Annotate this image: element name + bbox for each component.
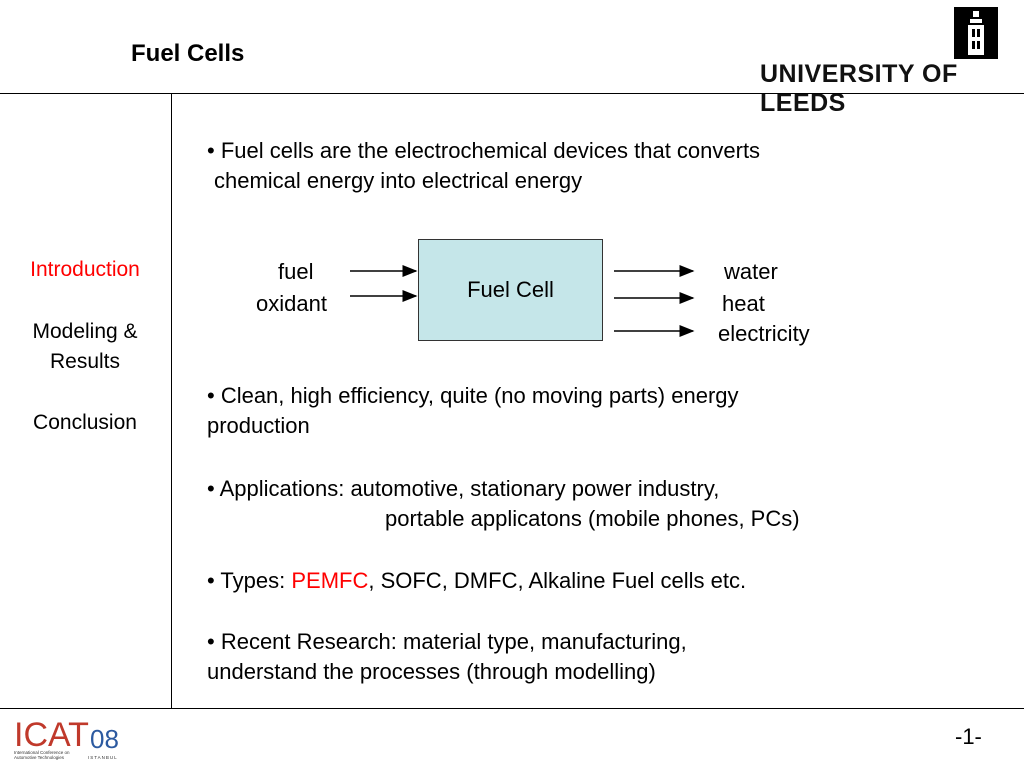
bullet-benefits-line1: • Clean, high efficiency, quite (no movi…: [207, 383, 739, 408]
university-tower-icon: [954, 7, 998, 59]
bullet-applications-line2: portable applicatons (mobile phones, PCs…: [385, 506, 800, 531]
svg-text:ISTANBUL: ISTANBUL: [88, 755, 118, 760]
output-label-electricity: electricity: [718, 321, 810, 346]
input-label-fuel: fuel: [278, 259, 314, 284]
header-divider: [0, 93, 1024, 94]
svg-text:Automotive Technologies: Automotive Technologies: [14, 755, 65, 760]
types-prefix: • Types:: [207, 568, 292, 593]
slide-title: Fuel Cells: [131, 40, 245, 67]
svg-text:ICAT: ICAT: [14, 716, 89, 754]
sidebar-item-label: Modeling &: [32, 320, 138, 343]
bullet-definition-line2: chemical energy into electrical energy: [214, 168, 583, 193]
bullet-research-line2: understand the processes (through modell…: [207, 659, 656, 684]
icat-logo: ICAT 08 International Conference on Auto…: [14, 716, 119, 760]
svg-text:International Conference on: International Conference on: [14, 750, 70, 755]
bullet-definition-line1: • Fuel cells are the electrochemical dev…: [207, 138, 761, 163]
bullet-applications-line1: • Applications: automotive, stationary p…: [207, 476, 720, 501]
page-number: -1-: [955, 724, 982, 749]
bullet-research-line1: • Recent Research: material type, manufa…: [207, 629, 687, 654]
input-label-oxidant: oxidant: [256, 291, 327, 316]
sidebar-item-label: Results: [49, 350, 121, 373]
footer-divider: [0, 708, 1024, 709]
bullet-benefits-line2: production: [207, 413, 310, 438]
types-highlight-pemfc: PEMFC: [291, 568, 369, 593]
types-sofc: , SOFC: [368, 568, 442, 593]
sidebar-divider: [171, 94, 172, 708]
sidebar-item-introduction[interactable]: Introduction: [30, 258, 140, 281]
sidebar-item-conclusion[interactable]: Conclusion: [33, 411, 137, 434]
svg-text:08: 08: [90, 724, 119, 754]
bullet-types: • Types: PEMFC, SOFC, DMFC, Alkaline Fue…: [207, 566, 746, 596]
fuel-cell-box: Fuel Cell: [418, 239, 603, 341]
output-label-water: water: [724, 259, 778, 284]
types-rest: , DMFC, Alkaline Fuel cells etc.: [441, 568, 747, 593]
output-label-heat: heat: [722, 291, 765, 316]
sidebar-item-modeling-results[interactable]: Modeling & Results: [0, 317, 170, 377]
